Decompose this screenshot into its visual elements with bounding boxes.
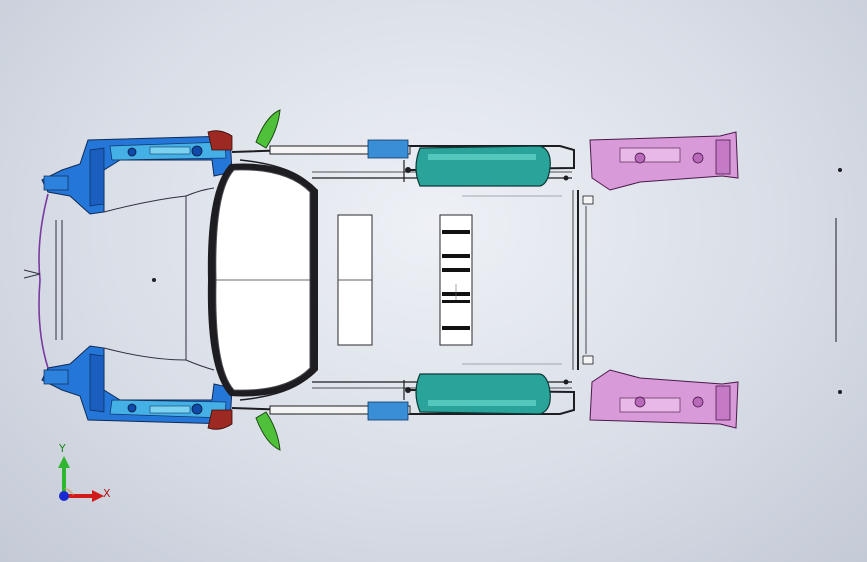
fastener-markers [152,167,842,394]
windshield-cab-panel[interactable] [207,163,318,397]
rear-left-module[interactable] [589,131,739,191]
triad-x-label: X [103,487,111,500]
rear-floor-ribbed-plate[interactable] [439,214,473,346]
coordinate-triad-icon [58,456,104,502]
side-sill-right [269,401,411,421]
right-side-mirror[interactable] [255,411,281,451]
triad-y-label: Y [59,442,66,455]
front-left-upper-module[interactable] [41,130,233,215]
side-sill-left [269,139,411,159]
rear-right-module[interactable] [589,369,739,429]
left-battery-pack[interactable] [415,145,551,187]
center-floor-plate[interactable] [337,214,373,346]
front-wiring-harness [23,187,215,371]
right-battery-pack[interactable] [415,373,551,415]
front-left-lower-module[interactable] [41,345,233,430]
left-side-mirror[interactable] [255,109,281,149]
